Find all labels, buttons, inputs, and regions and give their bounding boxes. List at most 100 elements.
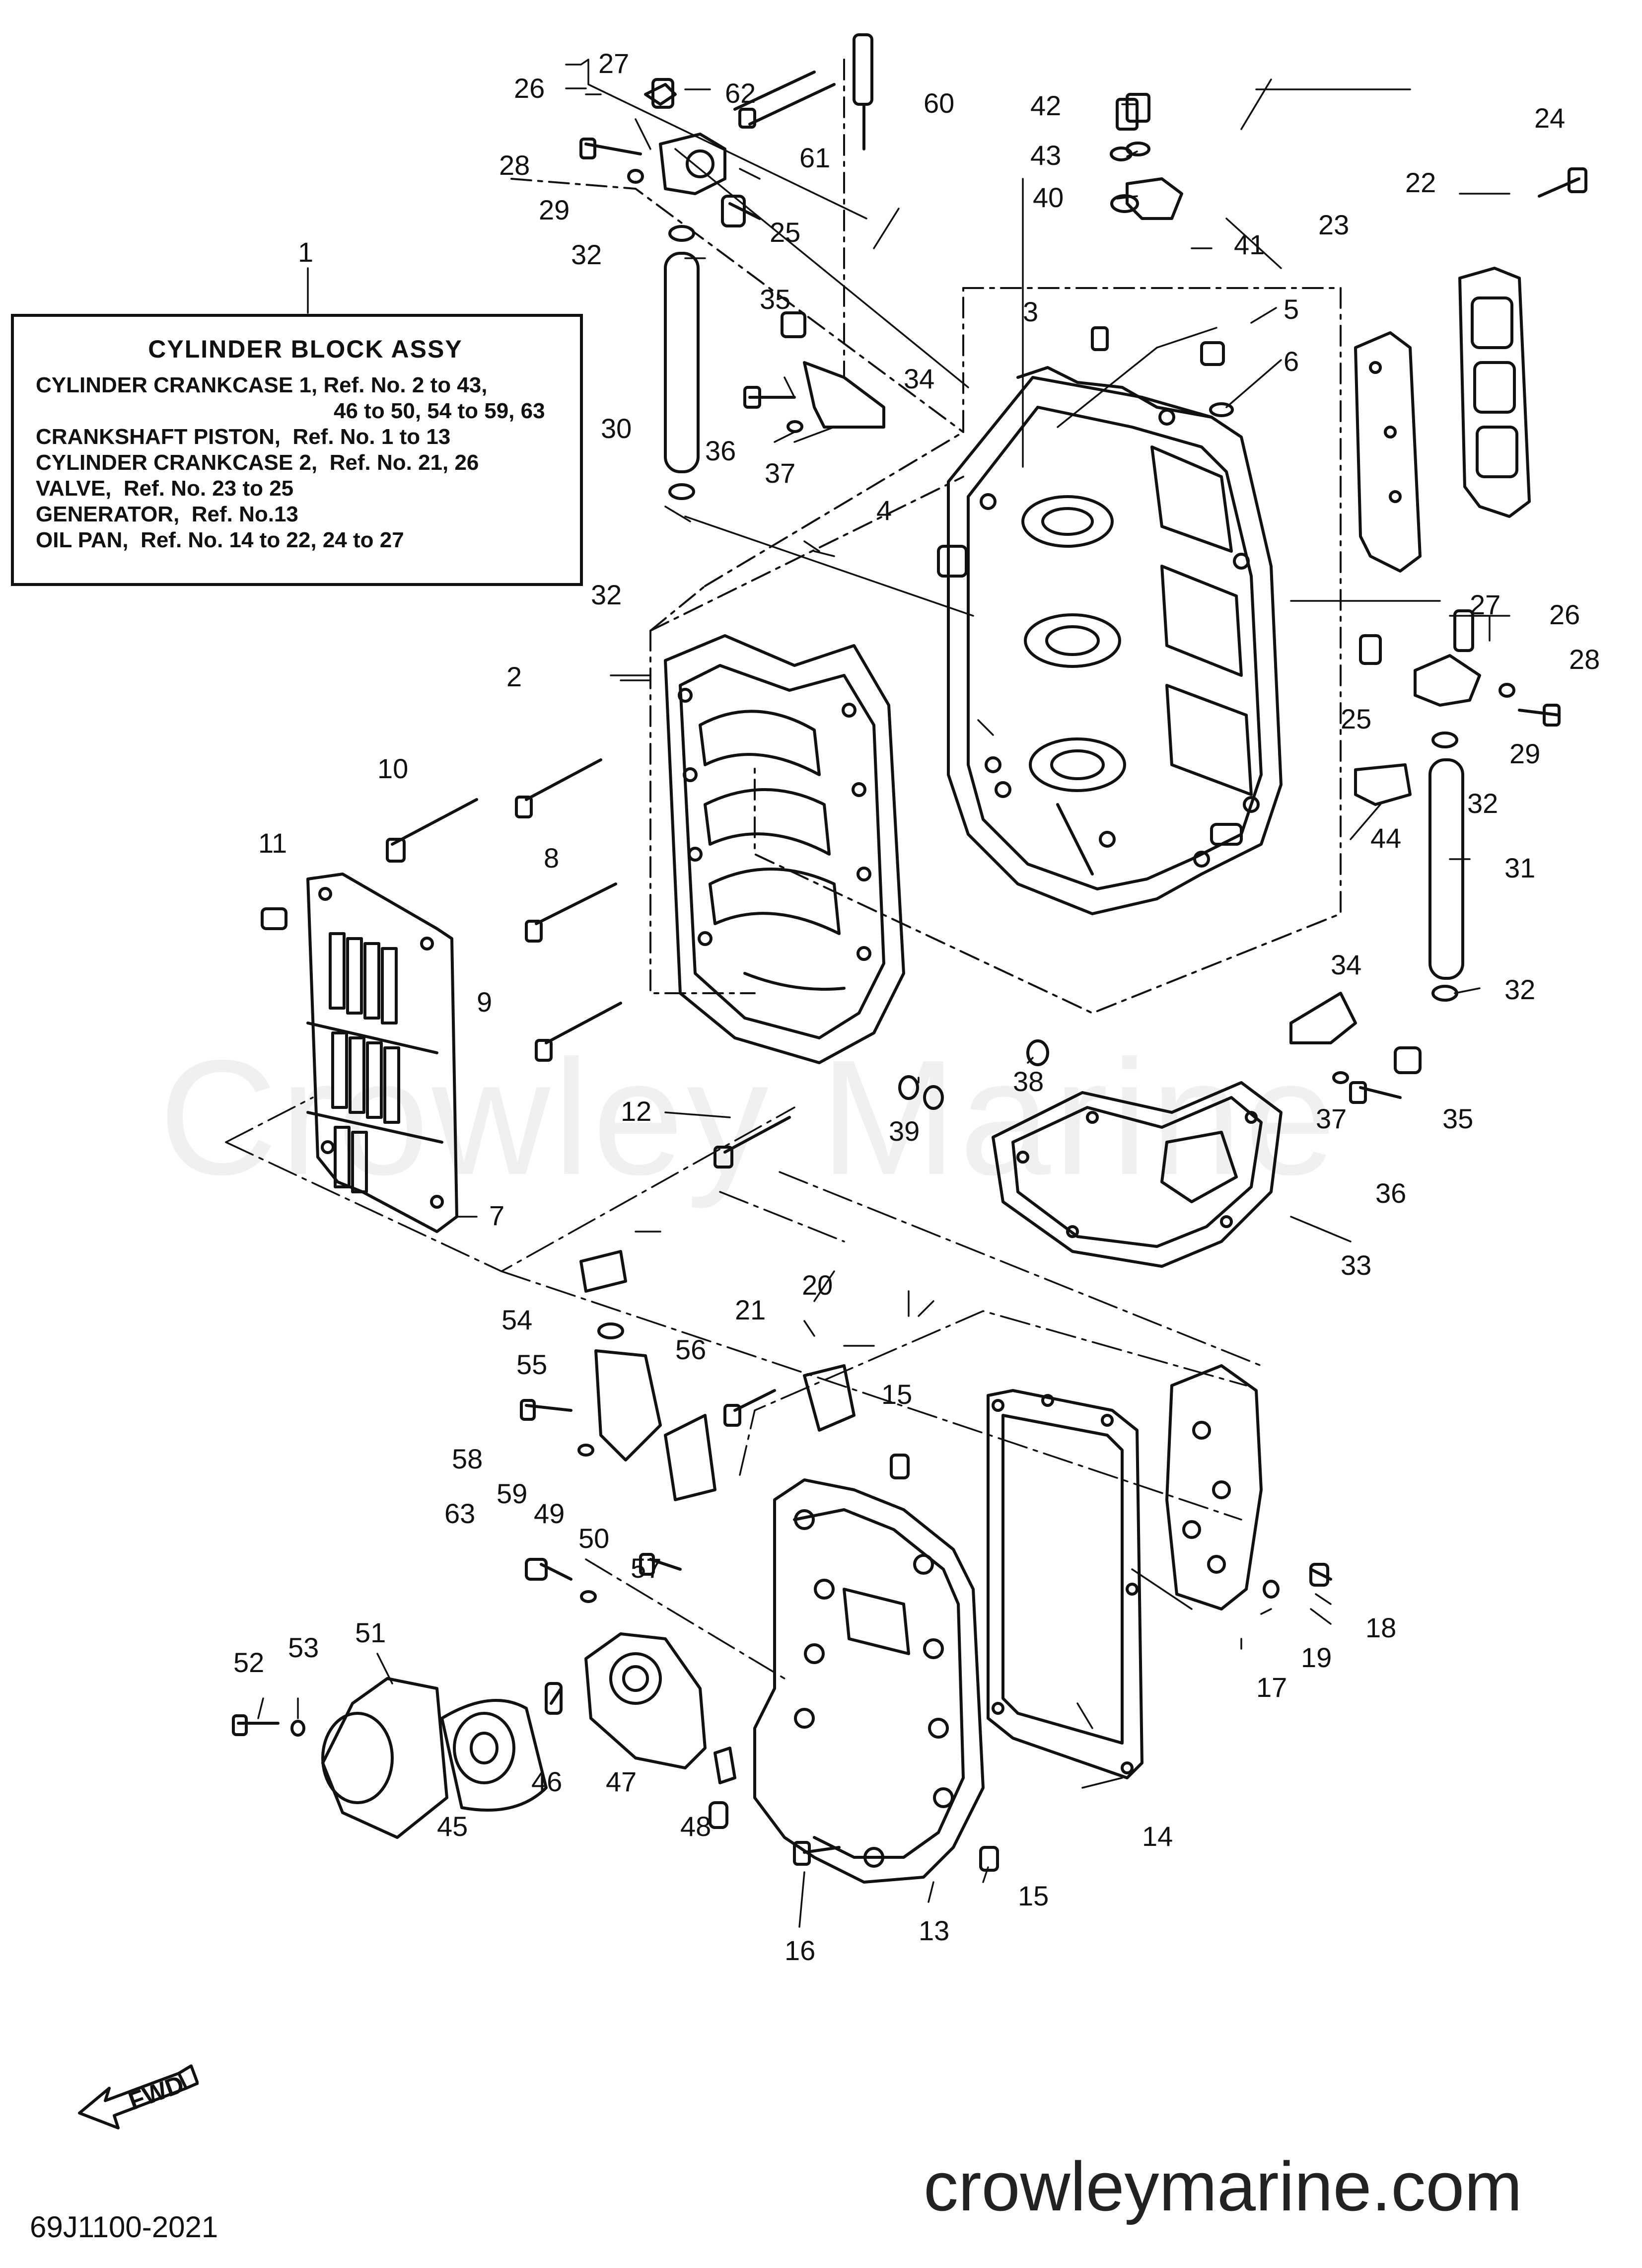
callout-40[interactable]: 40: [1033, 182, 1064, 213]
callout-48[interactable]: 48: [680, 1811, 712, 1842]
callout-53[interactable]: 53: [288, 1632, 319, 1663]
callout-12[interactable]: 12: [621, 1096, 652, 1127]
site-url[interactable]: crowleymarine.com: [924, 2147, 1522, 2225]
callout-22[interactable]: 22: [1405, 167, 1436, 198]
callout-16[interactable]: 16: [785, 1935, 816, 1966]
callout-4[interactable]: 4: [876, 495, 892, 526]
callout-8[interactable]: 8: [544, 842, 560, 874]
callout-32b[interactable]: 32: [591, 579, 622, 610]
callout-34a[interactable]: 34: [904, 363, 935, 394]
callout-15b[interactable]: 15: [1018, 1880, 1049, 1911]
callout-51[interactable]: 51: [355, 1617, 386, 1648]
callout-41[interactable]: 41: [1234, 229, 1265, 260]
callout-60[interactable]: 60: [924, 87, 955, 119]
assembly-line: GENERATOR, Ref. No.13: [36, 502, 298, 526]
assembly-info-box: CYLINDER BLOCK ASSY CYLINDER CRANKCASE 1…: [11, 314, 583, 586]
cylinder-block: [947, 366, 1283, 915]
callout-14[interactable]: 14: [1142, 1821, 1173, 1852]
callout-26b[interactable]: 26: [1549, 599, 1580, 630]
callout-26a[interactable]: 26: [514, 73, 545, 104]
assembly-line: VALVE, Ref. No. 23 to 25: [36, 476, 294, 501]
callout-25b[interactable]: 25: [1341, 703, 1372, 734]
callout-33[interactable]: 33: [1341, 1249, 1372, 1281]
assembly-line: CRANKSHAFT PISTON, Ref. No. 1 to 13: [36, 425, 451, 449]
callout-63[interactable]: 63: [444, 1498, 476, 1529]
callout-58[interactable]: 58: [452, 1443, 483, 1474]
alignment-axis: [225, 1097, 1262, 1680]
callout-28b[interactable]: 28: [1569, 644, 1600, 675]
callout-61[interactable]: 61: [799, 142, 831, 173]
callout-13[interactable]: 13: [919, 1915, 950, 1946]
callout-23[interactable]: 23: [1318, 209, 1350, 240]
callout-42[interactable]: 42: [1030, 90, 1062, 121]
callout-15a[interactable]: 15: [881, 1379, 913, 1410]
callout-46[interactable]: 46: [531, 1766, 563, 1797]
callout-5[interactable]: 5: [1284, 293, 1299, 325]
callout-38[interactable]: 38: [1013, 1066, 1044, 1097]
callout-25a[interactable]: 25: [770, 217, 801, 248]
callout-6[interactable]: 6: [1284, 346, 1299, 377]
callout-56[interactable]: 56: [675, 1334, 707, 1365]
callout-34b[interactable]: 34: [1331, 949, 1362, 980]
callout-45[interactable]: 45: [437, 1811, 468, 1842]
callout-30[interactable]: 30: [601, 413, 632, 444]
callout-2[interactable]: 2: [506, 661, 522, 692]
callout-27a[interactable]: 27: [598, 48, 630, 79]
callout-10[interactable]: 10: [377, 753, 409, 784]
callout-32c[interactable]: 32: [1467, 788, 1499, 819]
callout-21[interactable]: 21: [735, 1294, 766, 1325]
leader-lines: [307, 59, 1510, 1729]
assembly-line: 46 to 50, 54 to 59, 63: [334, 399, 545, 423]
callout-36b[interactable]: 36: [1375, 1177, 1407, 1209]
callout-43[interactable]: 43: [1030, 140, 1062, 171]
callout-39[interactable]: 39: [889, 1115, 920, 1147]
callout-37a[interactable]: 37: [765, 457, 796, 489]
callout-7[interactable]: 7: [489, 1200, 505, 1231]
oil-pan: [753, 1478, 985, 1884]
crankcase-half-2: [664, 634, 905, 1064]
callout-31[interactable]: 31: [1504, 852, 1536, 883]
assembly-boundary-lines: [510, 59, 1342, 1014]
callout-28a[interactable]: 28: [499, 149, 530, 181]
callout-24[interactable]: 24: [1534, 102, 1566, 134]
callout-27b[interactable]: 27: [1470, 589, 1501, 620]
callout-49[interactable]: 49: [534, 1498, 565, 1529]
callout-55[interactable]: 55: [516, 1349, 548, 1380]
callout-1[interactable]: 1: [298, 236, 314, 268]
assembly-line: OIL PAN, Ref. No. 14 to 22, 24 to 27: [36, 528, 404, 552]
callout-44[interactable]: 44: [1370, 822, 1402, 854]
callout-18[interactable]: 18: [1365, 1612, 1397, 1643]
exhaust-cover-plate: [306, 873, 458, 1233]
watermark: Crowley Marine: [159, 1025, 1339, 1209]
assembly-title: CYLINDER BLOCK ASSY: [148, 335, 463, 363]
assembly-line: CYLINDER CRANKCASE 1, Ref. No. 2 to 43,: [36, 373, 488, 397]
callout-35a[interactable]: 35: [760, 284, 791, 315]
fwd-arrow-icon: FWD: [78, 2064, 199, 2129]
callout-20[interactable]: 20: [802, 1269, 833, 1301]
valve-plates: [1354, 267, 1531, 573]
callout-9[interactable]: 9: [477, 986, 493, 1018]
callout-29b[interactable]: 29: [1509, 738, 1541, 769]
callout-11[interactable]: 11: [258, 827, 287, 859]
assembly-line: CYLINDER CRANKCASE 2, Ref. No. 21, 26: [36, 450, 479, 475]
callout-35b[interactable]: 35: [1442, 1103, 1474, 1134]
callout-54[interactable]: 54: [501, 1304, 533, 1335]
base-gasket: [992, 1081, 1283, 1268]
callout-37b[interactable]: 37: [1316, 1103, 1347, 1134]
callout-36a[interactable]: 36: [705, 435, 736, 466]
fwd-label: FWD: [125, 2070, 188, 2116]
callout-57[interactable]: 57: [631, 1552, 662, 1584]
callout-32a[interactable]: 32: [571, 239, 602, 270]
hardware-parts: [232, 33, 1587, 1872]
callout-29a[interactable]: 29: [539, 194, 570, 225]
callout-59[interactable]: 59: [497, 1478, 528, 1509]
callout-17[interactable]: 17: [1256, 1672, 1287, 1703]
callout-19[interactable]: 19: [1301, 1642, 1332, 1673]
callout-62[interactable]: 62: [725, 77, 756, 109]
callout-52[interactable]: 52: [233, 1647, 265, 1678]
callout-47[interactable]: 47: [606, 1766, 637, 1797]
callout-3[interactable]: 3: [1023, 296, 1039, 327]
callout-50[interactable]: 50: [578, 1523, 610, 1554]
callout-32d[interactable]: 32: [1504, 974, 1536, 1005]
